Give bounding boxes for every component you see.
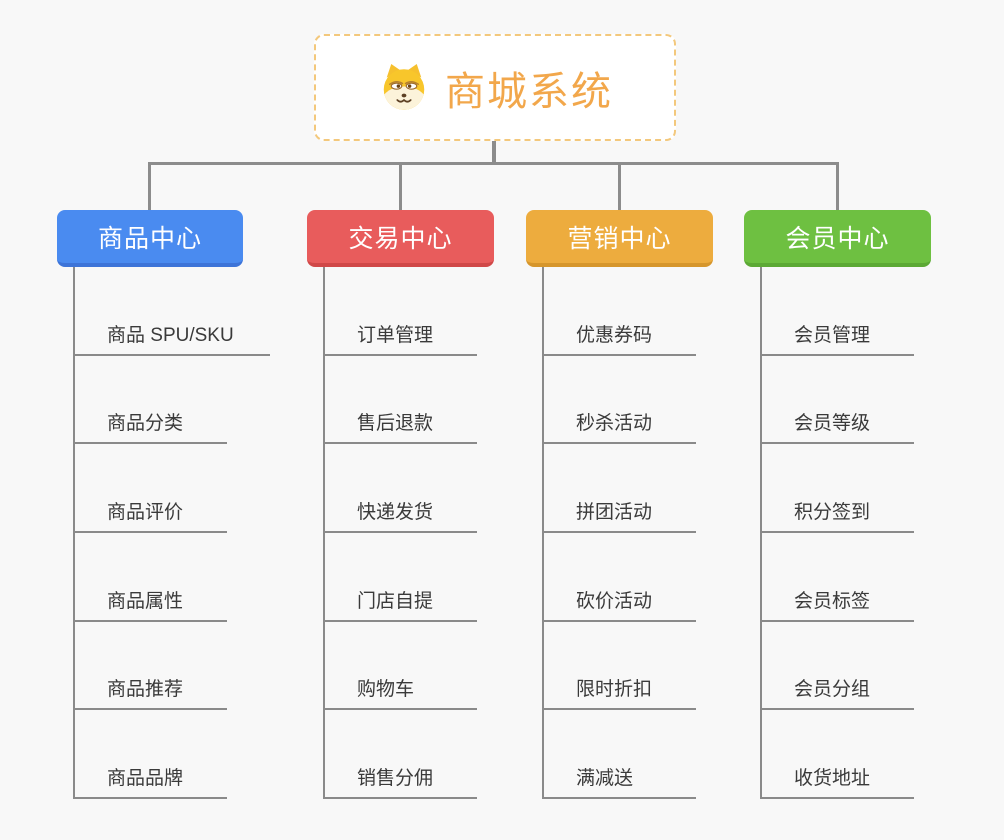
leaf-node[interactable]: 砍价活动 bbox=[544, 533, 696, 622]
connector-drop-marketing bbox=[618, 162, 621, 210]
leaf-node[interactable]: 会员分组 bbox=[762, 622, 914, 711]
leaf-node[interactable]: 商品品牌 bbox=[75, 710, 227, 800]
branch-children-marketing-center: 优惠券码 秒杀活动 拼团活动 砍价活动 限时折扣 满减送 bbox=[542, 267, 696, 800]
connector-drop-product bbox=[148, 162, 151, 210]
leaf-node[interactable]: 商品分类 bbox=[75, 356, 227, 445]
connector-drop-trade bbox=[399, 162, 402, 210]
leaf-node[interactable]: 积分签到 bbox=[762, 444, 914, 534]
leaf-node[interactable]: 快递发货 bbox=[325, 444, 477, 534]
connector-drop-member bbox=[836, 162, 839, 210]
leaf-node[interactable]: 购物车 bbox=[325, 622, 477, 711]
leaf-node[interactable]: 会员标签 bbox=[762, 533, 914, 622]
connector-root-stub bbox=[492, 140, 496, 164]
branch-box-product-center[interactable]: 商品中心 bbox=[57, 210, 243, 267]
leaf-node[interactable]: 订单管理 bbox=[325, 267, 477, 356]
branch-marketing-center: 营销中心 优惠券码 秒杀活动 拼团活动 砍价活动 限时折扣 满减送 bbox=[526, 210, 713, 800]
leaf-node[interactable]: 满减送 bbox=[544, 710, 696, 800]
branch-box-trade-center[interactable]: 交易中心 bbox=[307, 210, 494, 267]
branch-children-member-center: 会员管理 会员等级 积分签到 会员标签 会员分组 收货地址 bbox=[760, 267, 914, 800]
leaf-node[interactable]: 收货地址 bbox=[762, 710, 914, 800]
connector-horizontal-bar bbox=[149, 162, 838, 165]
leaf-node[interactable]: 商品评价 bbox=[75, 444, 227, 534]
branch-children-product-center: 商品 SPU/SKU 商品分类 商品评价 商品属性 商品推荐 商品品牌 bbox=[73, 267, 270, 800]
root-node[interactable]: 商城系统 bbox=[314, 34, 676, 141]
branch-product-center: 商品中心 商品 SPU/SKU 商品分类 商品评价 商品属性 商品推荐 商品品牌 bbox=[57, 210, 270, 800]
branch-children-trade-center: 订单管理 售后退款 快递发货 门店自提 购物车 销售分佣 bbox=[323, 267, 477, 800]
leaf-node[interactable]: 限时折扣 bbox=[544, 622, 696, 711]
leaf-node[interactable]: 秒杀活动 bbox=[544, 356, 696, 445]
leaf-node[interactable]: 商品属性 bbox=[75, 533, 227, 622]
branch-member-center: 会员中心 会员管理 会员等级 积分签到 会员标签 会员分组 收货地址 bbox=[744, 210, 931, 800]
branch-box-member-center[interactable]: 会员中心 bbox=[744, 210, 931, 267]
root-title: 商城系统 bbox=[445, 69, 613, 114]
leaf-node[interactable]: 优惠券码 bbox=[544, 267, 696, 356]
leaf-node[interactable]: 门店自提 bbox=[325, 533, 477, 622]
leaf-node[interactable]: 商品 SPU/SKU bbox=[75, 267, 270, 356]
leaf-node[interactable]: 会员管理 bbox=[762, 267, 914, 356]
leaf-node[interactable]: 售后退款 bbox=[325, 356, 477, 445]
dog-face-icon bbox=[377, 61, 431, 115]
leaf-node[interactable]: 会员等级 bbox=[762, 356, 914, 445]
leaf-node[interactable]: 销售分佣 bbox=[325, 710, 477, 800]
leaf-node[interactable]: 商品推荐 bbox=[75, 622, 227, 711]
leaf-node[interactable]: 拼团活动 bbox=[544, 444, 696, 534]
branch-box-marketing-center[interactable]: 营销中心 bbox=[526, 210, 713, 267]
branch-trade-center: 交易中心 订单管理 售后退款 快递发货 门店自提 购物车 销售分佣 bbox=[307, 210, 494, 800]
